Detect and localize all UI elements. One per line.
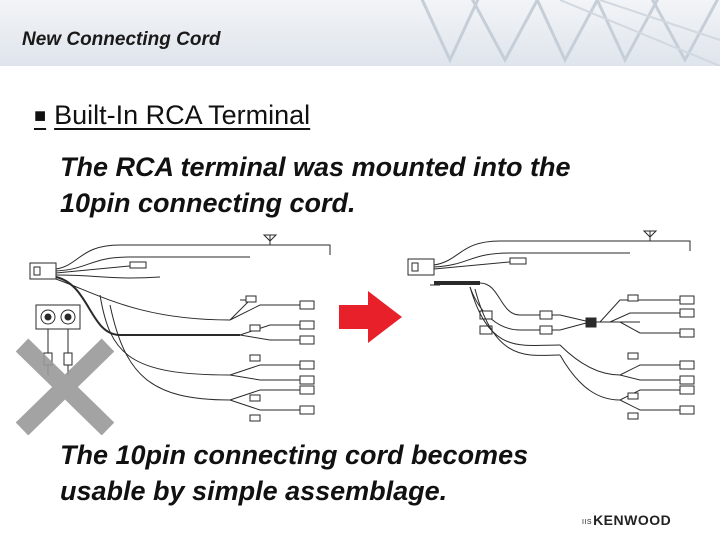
cord-comparison-diagram bbox=[15, 230, 695, 435]
kenwood-logo: IISKENWOOD bbox=[582, 512, 671, 528]
old-fuse bbox=[129, 261, 147, 269]
new-fuse bbox=[509, 257, 527, 265]
description-line-4: usable by simple assemblage. bbox=[60, 476, 448, 506]
integrated-rca-plug-1 bbox=[479, 310, 493, 320]
description-line-2: 10pin connecting cord. bbox=[60, 188, 356, 218]
description-line-1: The RCA terminal was mounted into the bbox=[60, 152, 571, 182]
red-arrow-icon bbox=[339, 291, 402, 343]
old-connector-pin bbox=[33, 266, 41, 276]
description-text-1: The RCA terminal was mounted into the 10… bbox=[60, 149, 700, 221]
old-antenna-icon bbox=[262, 234, 278, 242]
cross-mark-icon bbox=[15, 338, 115, 435]
new-antenna-icon bbox=[642, 230, 658, 238]
new-cord-diagram bbox=[407, 230, 695, 420]
new-connector-pin bbox=[411, 262, 419, 272]
description-line-3: The 10pin connecting cord becomes bbox=[60, 440, 529, 470]
logo-brand: KENWOOD bbox=[593, 512, 672, 528]
slide-header-title: New Connecting Cord bbox=[22, 29, 221, 50]
description-text-2: The 10pin connecting cord becomes usable… bbox=[60, 437, 700, 509]
old-rca-adapter bbox=[35, 304, 81, 375]
bullet-square: ■ bbox=[34, 105, 47, 127]
old-cord-diagram bbox=[29, 234, 331, 422]
old-branch-plugs bbox=[229, 295, 315, 422]
new-branch-plugs bbox=[599, 294, 695, 420]
section-heading: ■ Built-In RCA Terminal bbox=[34, 100, 310, 131]
header-bar: New Connecting Cord bbox=[0, 0, 720, 66]
new-junction-block bbox=[585, 317, 597, 328]
logo-prefix: IIS bbox=[582, 519, 593, 526]
section-heading-text: Built-In RCA Terminal bbox=[54, 100, 311, 130]
header-decoration bbox=[420, 0, 720, 66]
